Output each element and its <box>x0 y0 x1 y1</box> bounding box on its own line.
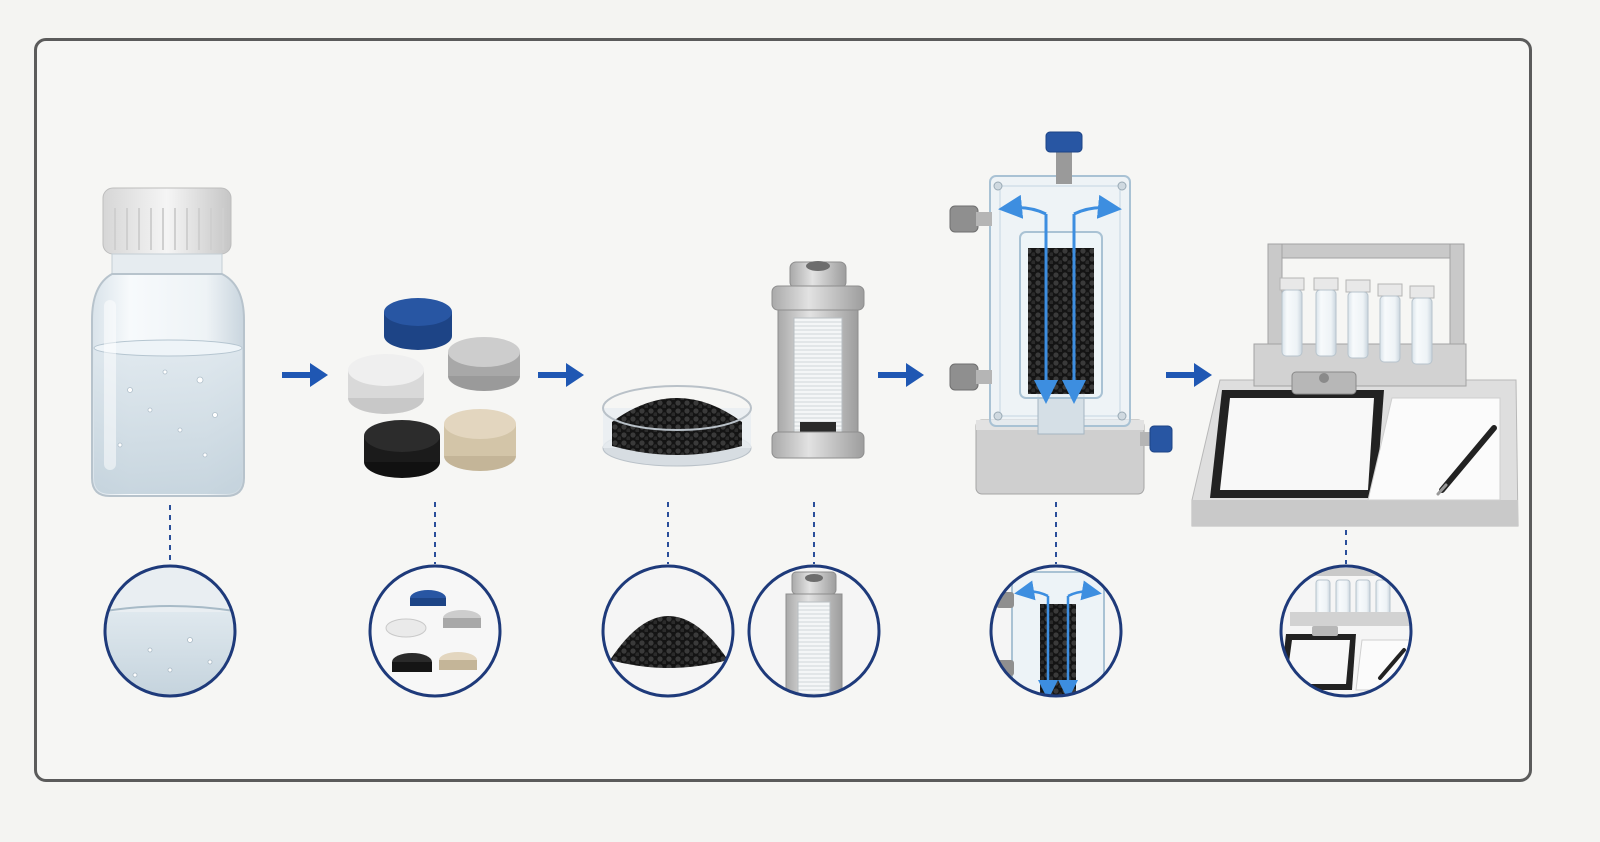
step-arrows <box>282 363 1212 387</box>
blue-disc <box>384 298 452 350</box>
water-bottle-icon <box>91 187 245 497</box>
inset-water-surface <box>103 564 237 698</box>
inset-vials-clipboard <box>1279 564 1413 698</box>
test-cell-icon <box>949 131 1173 495</box>
step-arrow-2 <box>538 363 584 387</box>
grey-disc <box>448 337 520 391</box>
media-discs-icon <box>348 298 520 478</box>
inset-granules <box>601 564 735 698</box>
step-arrow-1 <box>282 363 328 387</box>
dashed-connectors <box>169 502 1347 564</box>
inset-cartridge <box>747 564 881 698</box>
inset-media-discs <box>368 564 502 698</box>
inset-test-cell <box>989 564 1123 698</box>
step-arrow-4 <box>1166 363 1212 387</box>
white-disc <box>348 354 424 414</box>
filter-cartridge-icon <box>771 261 865 459</box>
tan-disc <box>444 409 516 471</box>
step-arrow-3 <box>878 363 924 387</box>
black-disc <box>364 420 440 478</box>
granules-dish-icon <box>602 385 752 467</box>
vial-rack-clipboard-icon <box>1191 243 1519 527</box>
vials <box>1279 277 1435 365</box>
